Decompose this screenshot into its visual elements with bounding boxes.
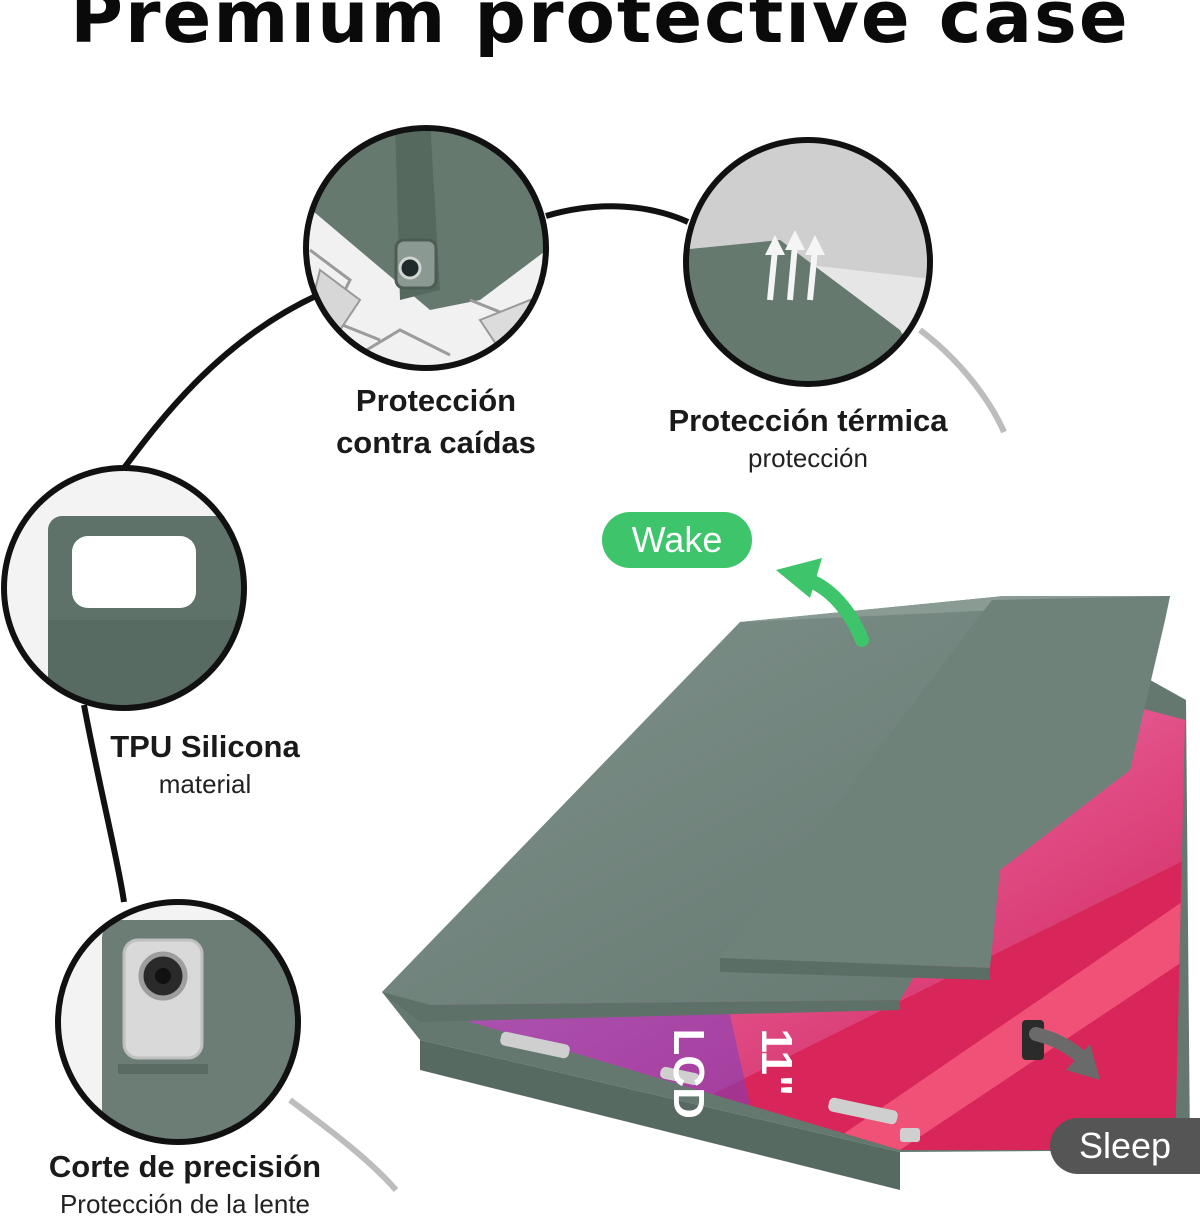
feature-precision-subtitle: Protección de la lente: [59, 1189, 311, 1219]
front-cover: [382, 596, 1170, 1022]
feature-drop-title-line1: Protección: [355, 383, 517, 418]
drop-protection-icon: [306, 128, 546, 368]
feature-tpu-caption: TPU Silicona material: [60, 726, 350, 800]
feature-tpu-title: TPU Silicona: [110, 729, 300, 764]
feature-drop-title-line2: contra caídas: [336, 425, 536, 460]
heat-dissipation-icon: [686, 140, 930, 384]
headline: Premium protective case: [70, 0, 1130, 59]
feature-thermal-title: Protección térmica: [668, 403, 948, 438]
feature-thermal-caption: Protección térmica protección: [628, 400, 988, 474]
connector-arc-left-lower: [81, 704, 127, 903]
screen-size-label: 11" LCD: [664, 1004, 842, 1119]
wake-label: Wake: [602, 512, 752, 568]
screen-size-line2: LCD: [664, 1028, 713, 1119]
sleep-label: Sleep: [1050, 1118, 1200, 1174]
feature-precision-title: Corte de precisión: [48, 1149, 322, 1184]
connector-arc-left: [121, 292, 320, 470]
feature-tpu-subtitle: material: [158, 769, 252, 799]
wake-arrow-head: [776, 558, 822, 598]
connector-arc-top: [545, 203, 690, 225]
screen-size-line1: 11": [752, 1028, 801, 1096]
tpu-inner-shell-icon: [4, 468, 244, 708]
camera-lens-icon: [58, 902, 298, 1142]
connector-tail-bottom: [288, 1097, 399, 1192]
connector-tail-right: [918, 327, 1007, 434]
feature-thermal-subtitle: protección: [748, 443, 868, 473]
sleep-arrow-head: [1066, 1044, 1100, 1080]
feature-drop-caption: Protección contra caídas: [296, 380, 576, 464]
feature-precision-caption: Corte de precisión Protección de la lent…: [20, 1146, 350, 1220]
